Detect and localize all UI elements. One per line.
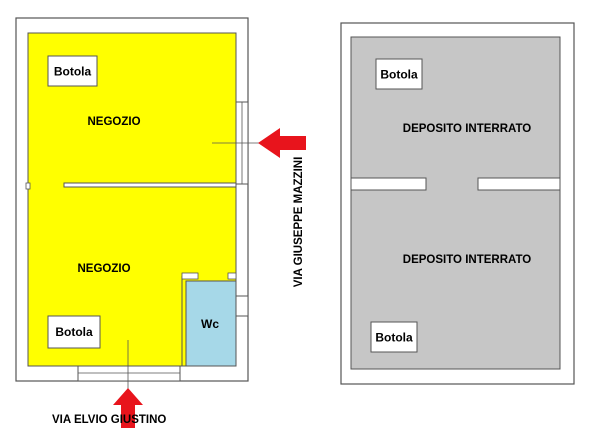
basement-hatch-upper	[375, 58, 423, 90]
ground-hatch-upper	[47, 55, 98, 87]
basement-floor-area	[350, 36, 561, 370]
ground-hatch-lower	[47, 315, 101, 349]
street-bottom-label: VIA ELVIO GIUSTINO	[52, 414, 166, 426]
bottom-entrance	[77, 365, 181, 382]
basement-plan: Botola Botola DEPOSITO INTERRATO DEPOSIT…	[340, 22, 575, 385]
basement-hatch-lower-label: Botola	[375, 331, 413, 345]
shop-upper-label: NEGOZIO	[87, 116, 140, 128]
ground-hatch-upper-label: Botola	[54, 65, 92, 79]
wc-window	[235, 295, 249, 317]
basement-hatch-lower	[370, 321, 418, 353]
left-wall-mark	[25, 182, 31, 190]
wc-door-jamb-left	[181, 272, 199, 280]
dividing-wall	[63, 182, 237, 188]
arrow-up-icon	[113, 388, 143, 428]
arrow-left-icon	[258, 128, 306, 158]
wc-room	[185, 280, 237, 367]
wc-label: Wc	[201, 317, 219, 331]
shop-lower-label: NEGOZIO	[77, 263, 130, 275]
basement-wall-right	[477, 177, 561, 191]
basement-hatch-upper-label: Botola	[380, 68, 418, 82]
street-right-label: VIA GIUSEPPE MAZZINI	[293, 157, 305, 288]
storage-lower-label: DEPOSITO INTERRATO	[403, 254, 531, 266]
ground-floor-plan: Botola Botola NEGOZIO NEGOZIO Wc	[15, 17, 260, 394]
wc-door-jamb-right	[227, 272, 237, 280]
basement-wall-left	[350, 177, 427, 191]
ground-hatch-lower-label: Botola	[55, 325, 93, 339]
storage-upper-label: DEPOSITO INTERRATO	[403, 123, 531, 135]
